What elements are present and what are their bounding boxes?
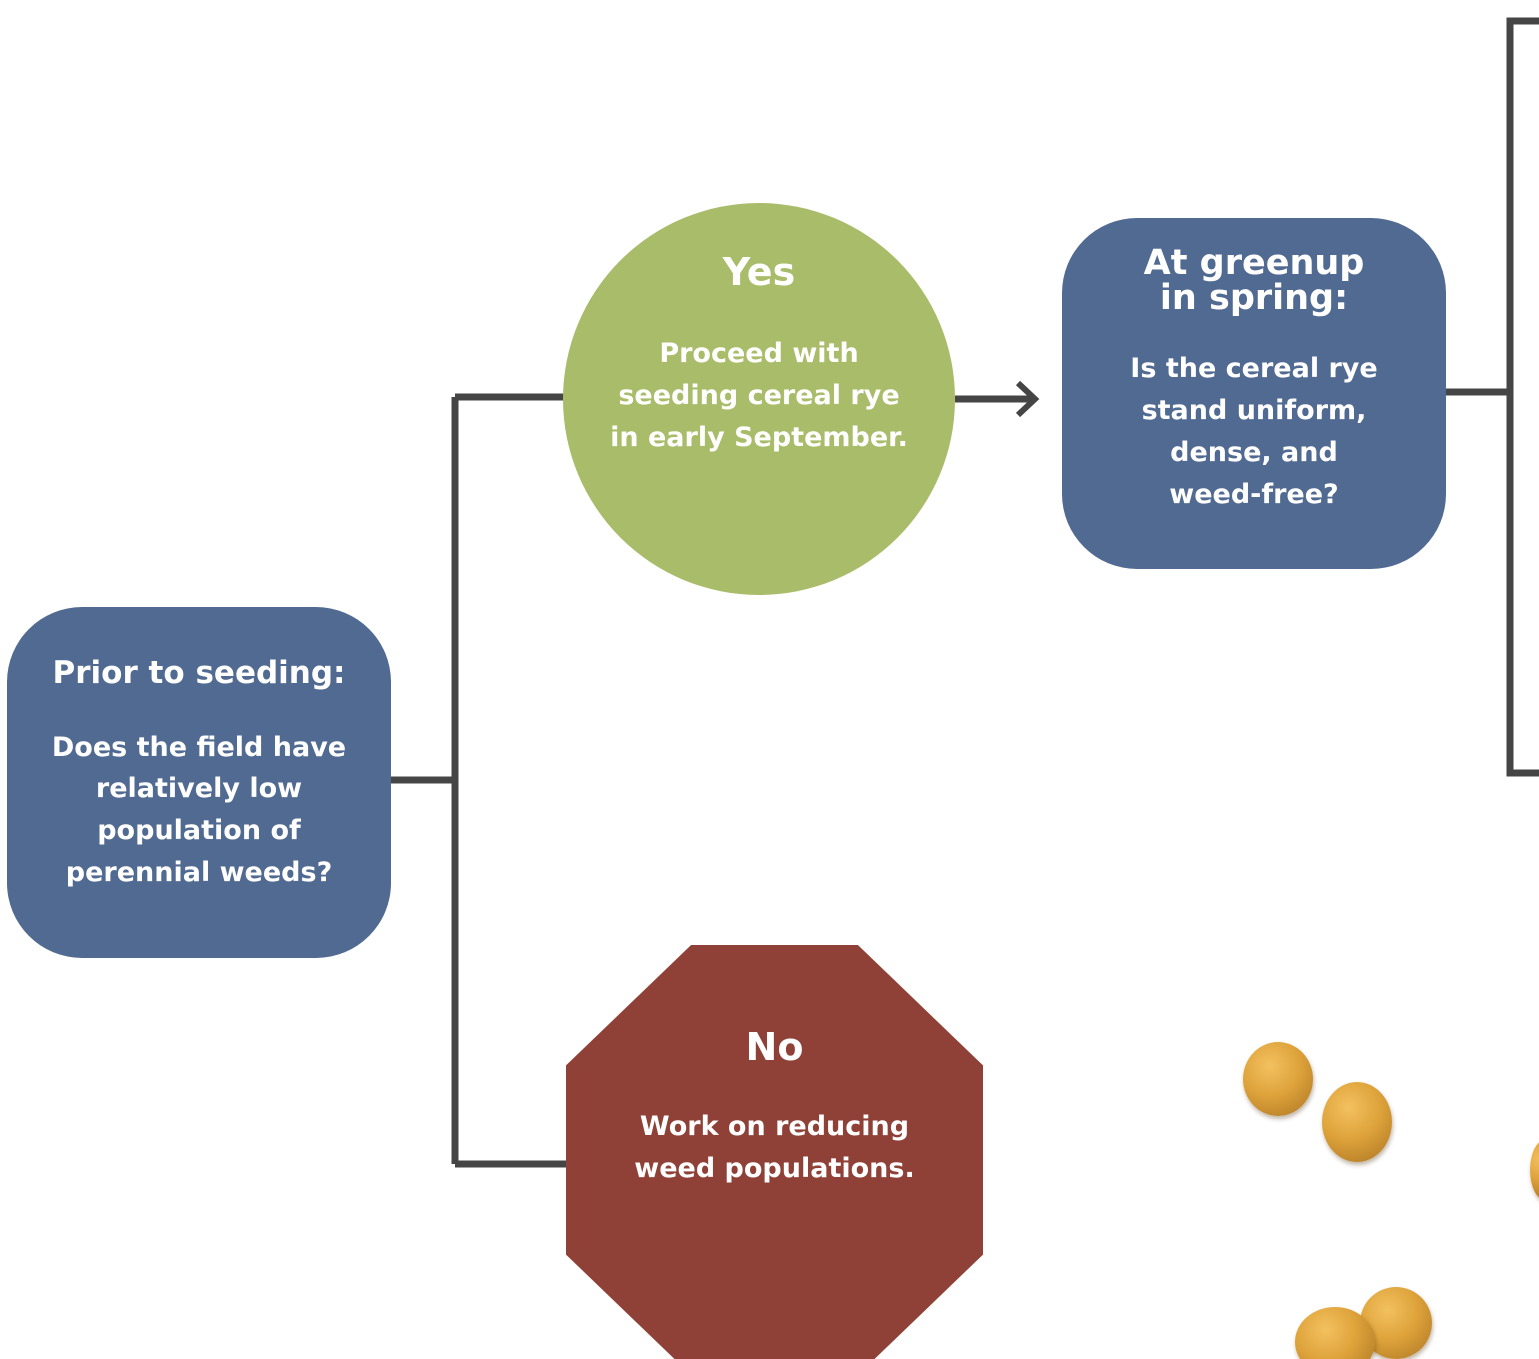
greenup-heading-line: At greenup bbox=[1143, 243, 1365, 283]
seed-icon bbox=[1243, 1042, 1313, 1116]
no-instruction: Work on reducing weed populations. bbox=[634, 1106, 914, 1190]
yes-heading: Yes bbox=[722, 250, 796, 294]
greenup-question-line: Is the cereal rye bbox=[1130, 353, 1378, 384]
prior-question-line: perennial weeds? bbox=[65, 857, 333, 889]
yes-circle: Yes Proceed with seeding cereal rye in e… bbox=[563, 203, 955, 595]
yes-instruction-line: seeding cereal rye bbox=[618, 379, 900, 411]
arrowhead-icon bbox=[1015, 380, 1040, 418]
yes-instruction: Proceed with seeding cereal rye in early… bbox=[610, 333, 908, 459]
seed-icon bbox=[1530, 1140, 1539, 1200]
prior-question-line: relatively low bbox=[95, 773, 303, 805]
greenup-heading-line: in spring: bbox=[1159, 278, 1349, 318]
prior-question-line: Does the field have bbox=[51, 731, 347, 763]
yes-instruction-line: in early September. bbox=[610, 421, 908, 453]
prior-heading: Prior to seeding: bbox=[52, 655, 346, 691]
no-instruction-line: Work on reducing bbox=[639, 1110, 910, 1142]
connector-right-bracket bbox=[1506, 17, 1539, 777]
seed-icon bbox=[1322, 1082, 1392, 1162]
no-instruction-line: weed populations. bbox=[634, 1152, 915, 1184]
prior-question: Does the field have relatively low popul… bbox=[52, 727, 346, 894]
no-heading: No bbox=[745, 1025, 804, 1069]
greenup-question-line: dense, and bbox=[1170, 436, 1338, 468]
seed-icon bbox=[1295, 1307, 1375, 1359]
prior-to-seeding-box: Prior to seeding: Does the field have re… bbox=[7, 607, 391, 958]
greenup-question: Is the cereal rye stand uniform, dense, … bbox=[1130, 348, 1377, 515]
no-octagon: No Work on reducing weed populations. bbox=[566, 945, 983, 1359]
greenup-heading: At greenup in spring: bbox=[1144, 246, 1365, 316]
yes-instruction-line: Proceed with bbox=[659, 337, 859, 369]
greenup-question-line: weed-free? bbox=[1169, 478, 1339, 510]
greenup-box: At greenup in spring: Is the cereal rye … bbox=[1062, 218, 1446, 569]
greenup-question-line: stand uniform, bbox=[1141, 394, 1367, 426]
prior-question-line: population of bbox=[97, 815, 301, 847]
